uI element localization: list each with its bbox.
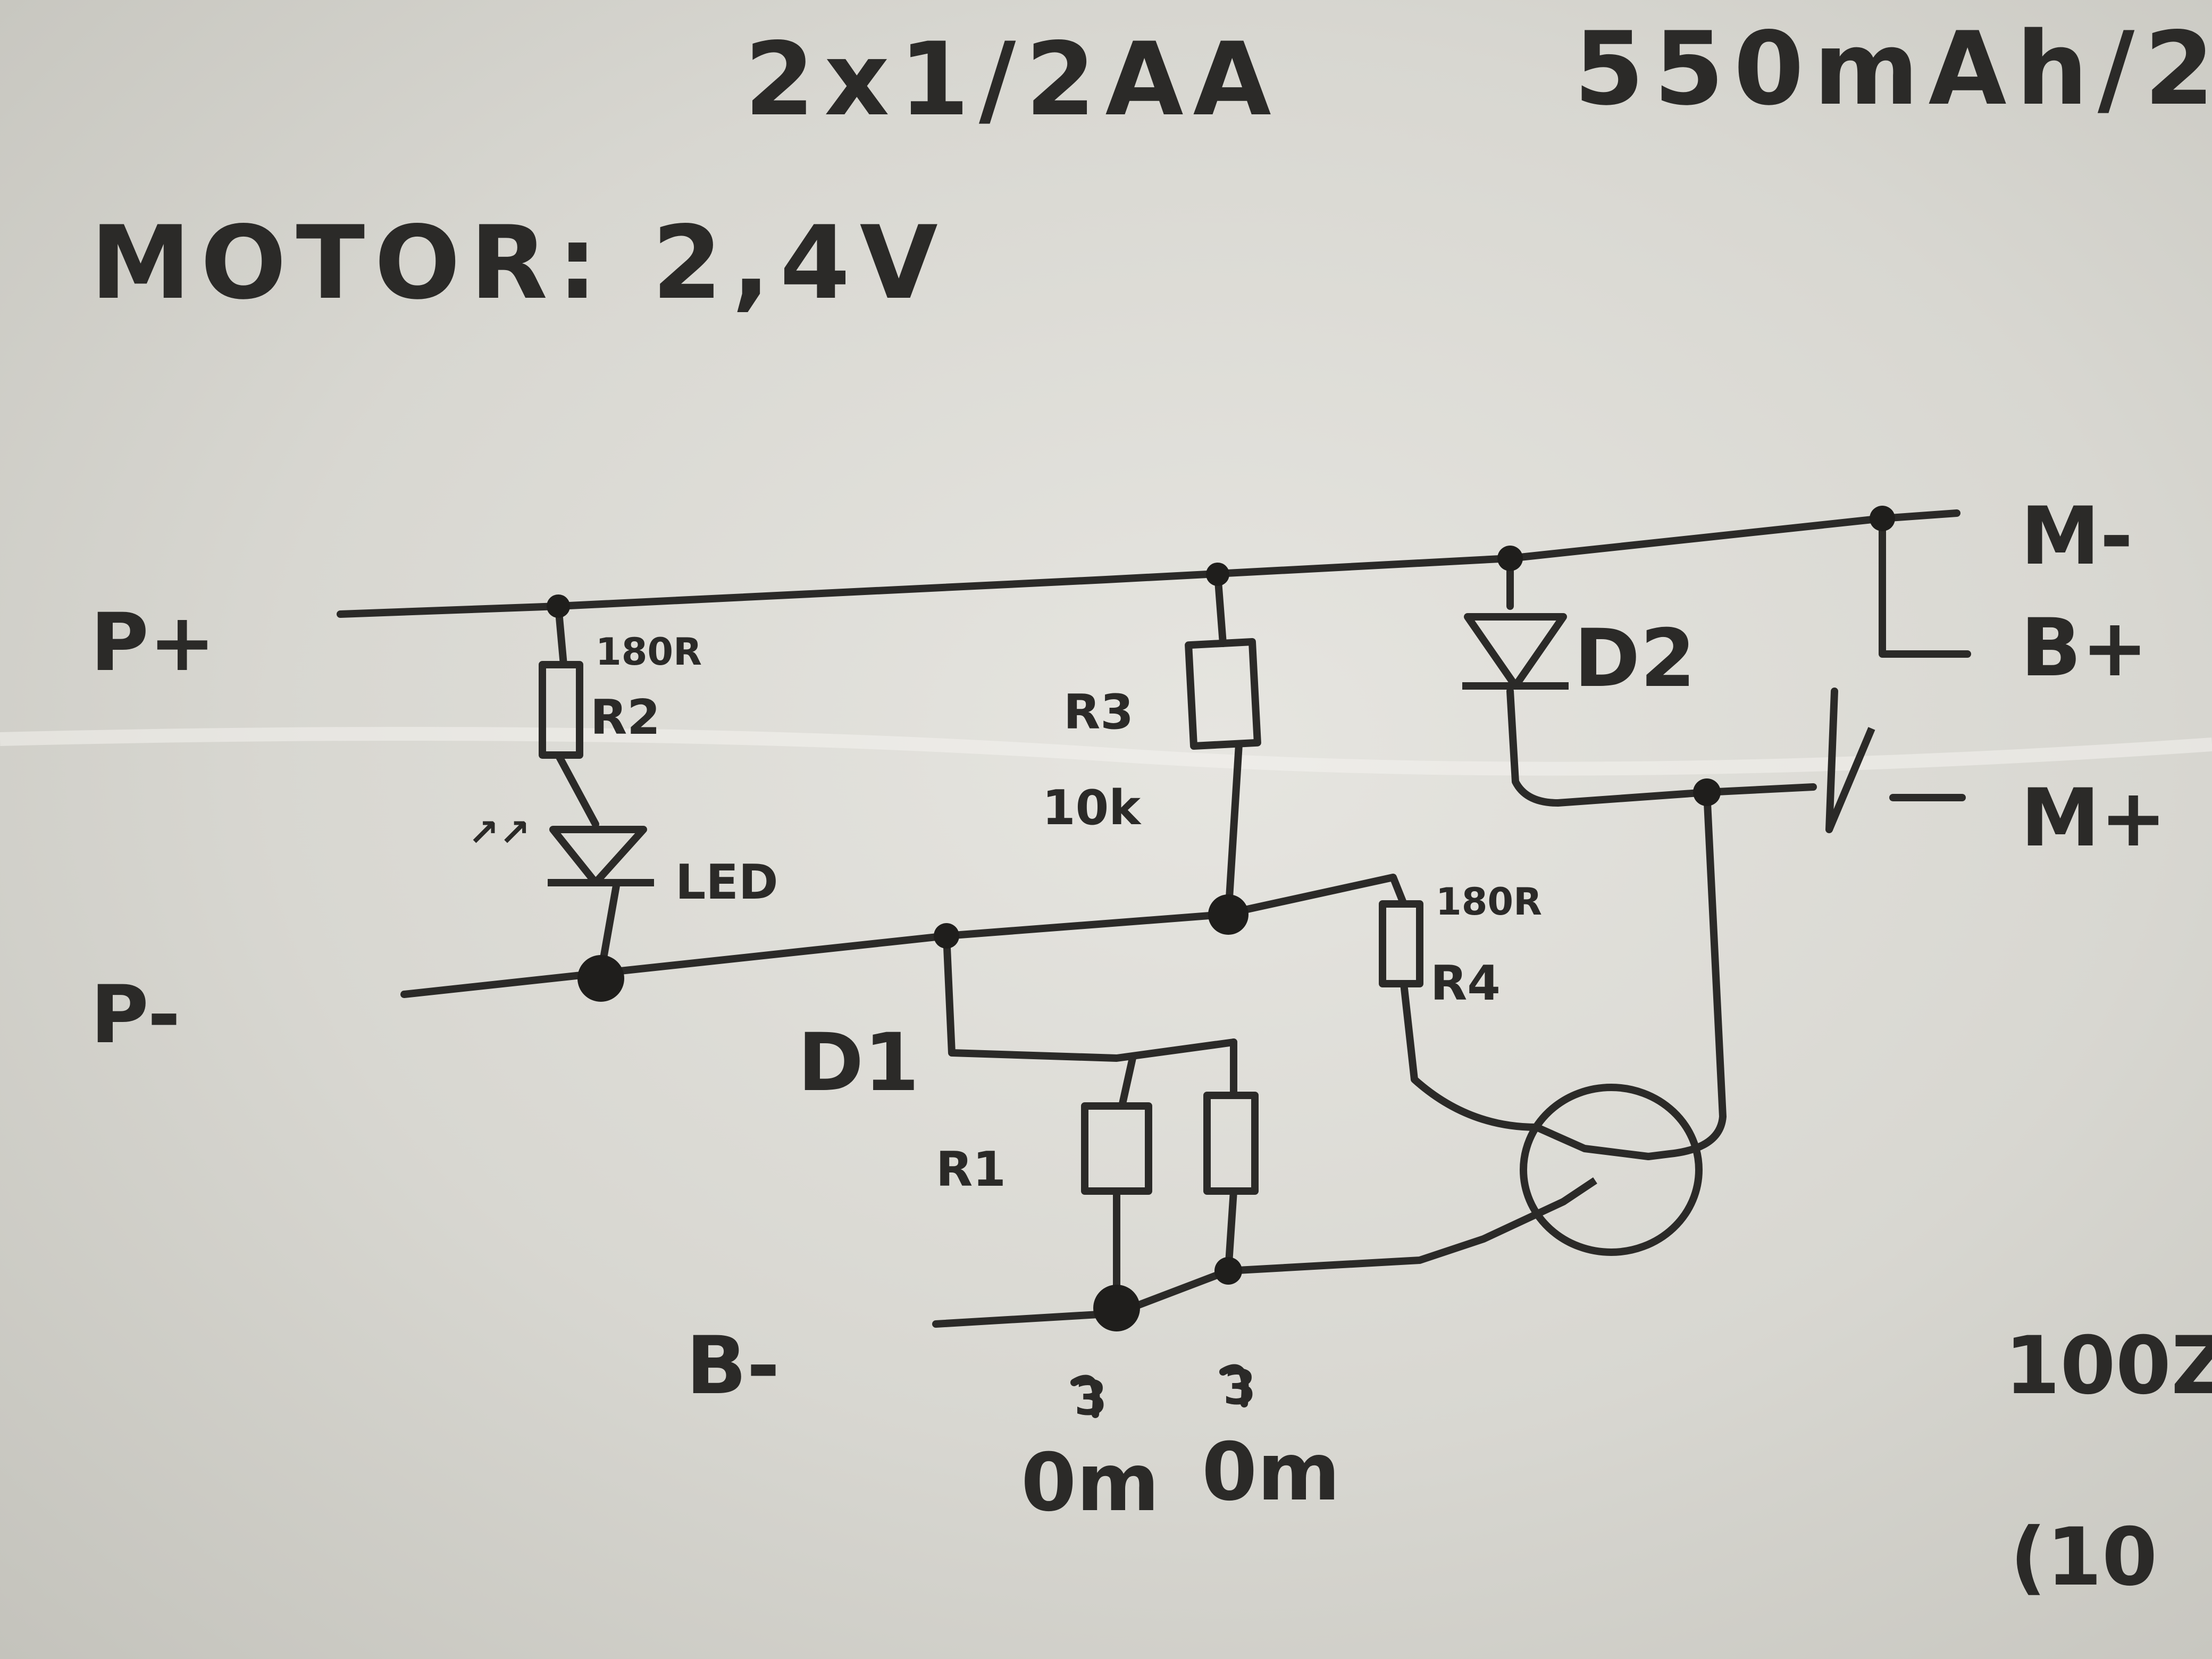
d1-label: D1 [798,1017,919,1109]
r3-value: 10k [1042,780,1142,836]
r3-name: R3 [1063,684,1134,740]
switch [1825,727,1875,831]
resistor-r4: R4 180R [1379,880,1542,1011]
r2-value: 180R [596,630,702,674]
diode-d1: D1 [798,1017,919,1109]
led-label: LED [675,854,778,910]
diode-d2: D2 [1462,613,1696,705]
led-arrows: ↗↗ [468,811,530,854]
r4-name: R4 [1430,956,1501,1011]
terminal-b-plus: B+ [2021,602,2148,694]
terminal-m-plus: M+ [2021,772,2167,865]
resistor-r3: R3 10k [1042,638,1261,836]
terminal-b-minus: B- [686,1320,780,1412]
r4-value: 180R [1436,880,1542,924]
r1a-mark: 3 [1074,1370,1108,1426]
resistor-r1: R1 3 3 0m 0m [936,1092,1340,1529]
terminal-p-plus: P+ [90,597,216,689]
d2-label: D2 [1574,613,1696,705]
terminal-p-minus: P- [90,969,181,1061]
edge-note-top: 100Z [2005,1320,2212,1412]
transistor [1520,1084,1703,1256]
junctions [547,506,1895,1331]
r1a-value: 0m [1021,1437,1160,1529]
battery-note: 2x1/2AA [744,21,1281,138]
resistor-r2: R2 180R [539,630,702,759]
paper-fold [0,727,2212,776]
r1b-value: 0m [1202,1426,1340,1519]
motor-note: MOTOR: 2,4V [90,204,948,322]
r1-name: R1 [936,1142,1006,1197]
capacity-note: 550mAh/2 [1574,10,2212,128]
r1b-mark: 3 [1223,1360,1256,1415]
edge-note-bottom: (10 [2010,1511,2157,1604]
r2-name: R2 [590,690,660,745]
terminal-m-minus: M- [2021,490,2133,583]
led: ↗↗ LED [468,811,778,910]
